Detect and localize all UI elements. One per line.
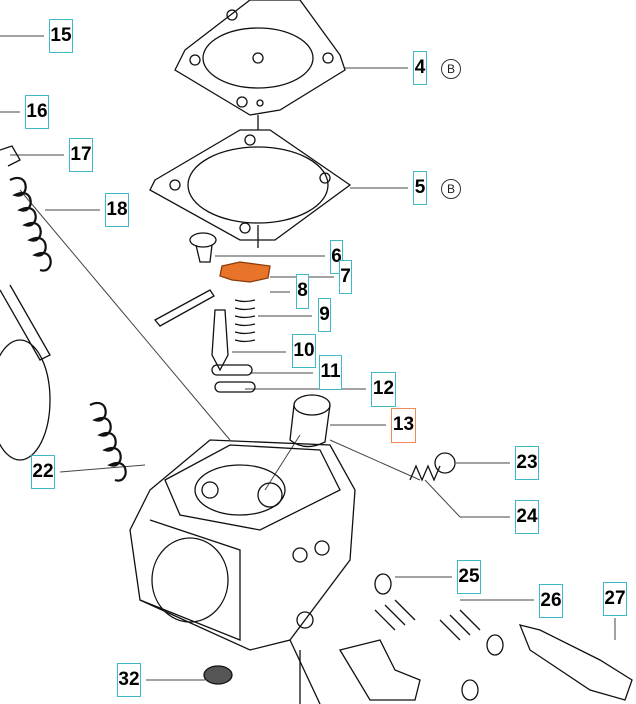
needle-27 xyxy=(518,624,633,701)
needle-10 xyxy=(211,309,229,372)
callout-23[interactable]: 23 xyxy=(515,446,539,480)
pin-8 xyxy=(153,289,215,327)
adjust-needle xyxy=(338,639,421,701)
callout-7[interactable]: 7 xyxy=(339,260,352,294)
cap-13 xyxy=(289,394,331,448)
gasket-4 xyxy=(174,0,346,116)
callout-25[interactable]: 25 xyxy=(457,560,481,594)
callout-24[interactable]: 24 xyxy=(515,500,539,534)
spring-22 xyxy=(89,401,127,482)
kit-mark-b-4: B xyxy=(441,59,461,79)
ball-23 xyxy=(434,452,456,474)
lever-7 xyxy=(219,261,271,283)
callout-8[interactable]: 8 xyxy=(296,274,309,309)
callout-15[interactable]: 15 xyxy=(49,19,73,53)
leader-lines xyxy=(0,35,616,681)
spring-26 xyxy=(374,599,481,641)
callout-9[interactable]: 9 xyxy=(318,298,331,332)
callout-11[interactable]: 11 xyxy=(319,355,342,390)
kit-mark-b-5: B xyxy=(441,179,461,199)
callout-32[interactable]: 32 xyxy=(117,663,141,697)
washer-25 xyxy=(374,573,392,595)
callout-26[interactable]: 26 xyxy=(539,584,563,618)
callout-22[interactable]: 22 xyxy=(31,455,55,489)
part-17 xyxy=(0,145,21,167)
callout-5[interactable]: 5 xyxy=(413,171,427,205)
gasket-11 xyxy=(211,364,253,376)
callout-13[interactable]: 13 xyxy=(391,408,416,443)
carburetor-body xyxy=(129,439,356,704)
spring-18 xyxy=(9,176,52,272)
gasket-5 xyxy=(149,115,352,248)
callout-17[interactable]: 17 xyxy=(69,138,93,172)
spring-24 xyxy=(409,464,441,482)
callout-12[interactable]: 12 xyxy=(371,372,396,407)
gasket-12 xyxy=(214,381,256,393)
filter-32 xyxy=(203,665,233,685)
spring-9 xyxy=(234,299,256,343)
screw-6 xyxy=(189,232,217,263)
callout-10[interactable]: 10 xyxy=(292,334,316,368)
callout-18[interactable]: 18 xyxy=(105,193,129,227)
callout-4[interactable]: 4 xyxy=(413,51,427,85)
callout-16[interactable]: 16 xyxy=(25,95,49,129)
callout-27[interactable]: 27 xyxy=(603,582,627,616)
